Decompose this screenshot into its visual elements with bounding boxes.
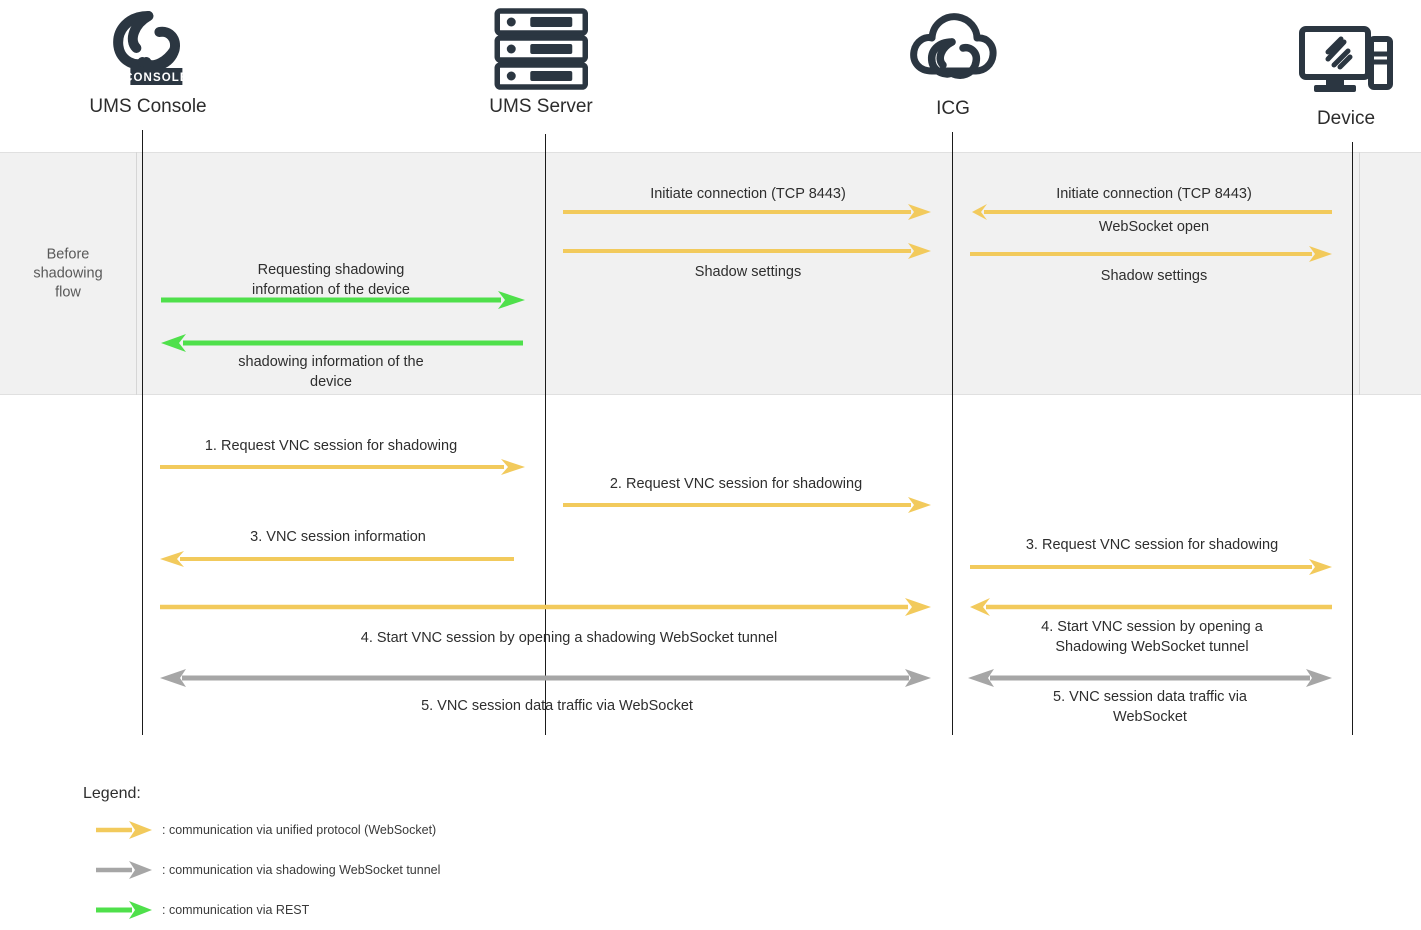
- actor-ums-console[interactable]: CONSOLE UMS Console: [89, 4, 207, 118]
- msg-arrow-requesting-shadowing-info: [161, 291, 525, 309]
- msg-label-requesting-shadowing-info: Requesting shadowing information of the …: [252, 262, 410, 298]
- band-divider-left: [136, 152, 137, 395]
- legend-text-rest: : communication via REST: [162, 903, 310, 917]
- server-rack-icon: [489, 4, 592, 94]
- band-divider-right: [1359, 152, 1360, 395]
- msg-arrow-step3-vnc-session-information: [160, 551, 514, 567]
- legend-text-unified-protocol: : communication via unified protocol (We…: [162, 823, 437, 837]
- msg-arrow-initiate-connection-device-icg: [972, 204, 1332, 220]
- legend-item-rest: : communication via REST: [96, 901, 309, 919]
- msg-label-step1-request-vnc: 1. Request VNC session for shadowing: [204, 438, 458, 454]
- msg-arrow-shadowing-info-of-device: [161, 334, 523, 352]
- msg-arrow-step3-request-vnc-icg-device: [970, 559, 1332, 575]
- legend-item-shadow-tunnel: : communication via shadowing WebSocket …: [96, 861, 440, 879]
- actor-label-icg: ICG: [936, 98, 970, 119]
- actor-label-device: Device: [1316, 108, 1376, 129]
- before-shadowing-band: [0, 152, 1421, 395]
- msg-label-step2-request-vnc: 2. Request VNC session for shadowing: [609, 476, 863, 492]
- msg-arrow-websocket-open-icg-device: [970, 246, 1332, 262]
- legend-text-shadow-tunnel: : communication via shadowing WebSocket …: [162, 863, 441, 877]
- msg-label-initiate-connection-device-icg: Initiate connection (TCP 8443): [1056, 186, 1252, 202]
- msg-arrow-step2-request-vnc: [563, 497, 931, 513]
- msg-label-step5-vnc-data-console-icg: 5. VNC session data traffic via WebSocke…: [421, 698, 693, 714]
- legend-title: Legend:: [83, 785, 141, 802]
- cloud-gateway-icon: [908, 6, 998, 96]
- msg-label-step4-start-vnc-device-icg: 4. Start VNC session by opening a Shadow…: [1041, 619, 1263, 655]
- desktop-device-icon: [1298, 16, 1394, 106]
- msg-arrow-step5-vnc-data-icg-device: [968, 668, 1332, 688]
- actor-ums-server[interactable]: UMS Server: [489, 4, 593, 118]
- lifeline-ums-console: [141, 130, 143, 735]
- legend-item-unified-protocol: : communication via unified protocol (We…: [96, 821, 436, 839]
- lifeline-device: [1351, 142, 1353, 735]
- legend-arrow-unified-protocol-icon: [96, 821, 152, 839]
- msg-label-step4-start-vnc-console-icg: 4. Start VNC session by opening a shadow…: [360, 630, 778, 646]
- lifeline-ums-server: [544, 134, 546, 735]
- ums-console-logo-icon: CONSOLE: [89, 4, 206, 94]
- msg-arrow-step1-request-vnc: [160, 459, 525, 475]
- actor-device[interactable]: Device: [1298, 16, 1394, 130]
- legend-arrow-shadow-tunnel-icon: [96, 861, 152, 879]
- actor-icg[interactable]: ICG: [908, 6, 998, 120]
- band-label-before-shadowing: Before shadowing flow: [33, 246, 103, 301]
- msg-arrow-step4-start-vnc-console-icg: [160, 598, 931, 616]
- lifeline-icg: [952, 132, 954, 735]
- actor-label-ums-server: UMS Server: [489, 96, 593, 117]
- msg-label-shadowing-info-of-device: shadowing information of the device: [238, 354, 424, 390]
- msg-arrow-initiate-connection-server-icg: [563, 204, 931, 220]
- msg-label-shadow-settings-icg-device: Shadow settings: [1100, 268, 1208, 284]
- msg-label-step5-vnc-data-icg-device: 5. VNC session data traffic via WebSocke…: [1053, 689, 1247, 725]
- legend-arrow-rest-icon: [96, 901, 152, 919]
- svg-text:CONSOLE: CONSOLE: [124, 72, 189, 84]
- msg-label-step3-vnc-session-information: 3. VNC session information: [250, 529, 426, 545]
- msg-arrow-step5-vnc-data-console-icg: [160, 668, 931, 688]
- msg-label-websocket-open-icg-device: WebSocket open: [1098, 219, 1210, 235]
- msg-arrow-shadow-settings-server-icg: [563, 243, 931, 259]
- msg-label-initiate-connection-server-icg: Initiate connection (TCP 8443): [650, 186, 846, 202]
- msg-label-step3-request-vnc-icg-device: 3. Request VNC session for shadowing: [1025, 537, 1279, 553]
- msg-arrow-step4-start-vnc-device-icg: [970, 598, 1332, 616]
- actor-label-ums-console: UMS Console: [89, 96, 207, 117]
- msg-label-shadow-settings-server-icg: Shadow settings: [694, 264, 802, 280]
